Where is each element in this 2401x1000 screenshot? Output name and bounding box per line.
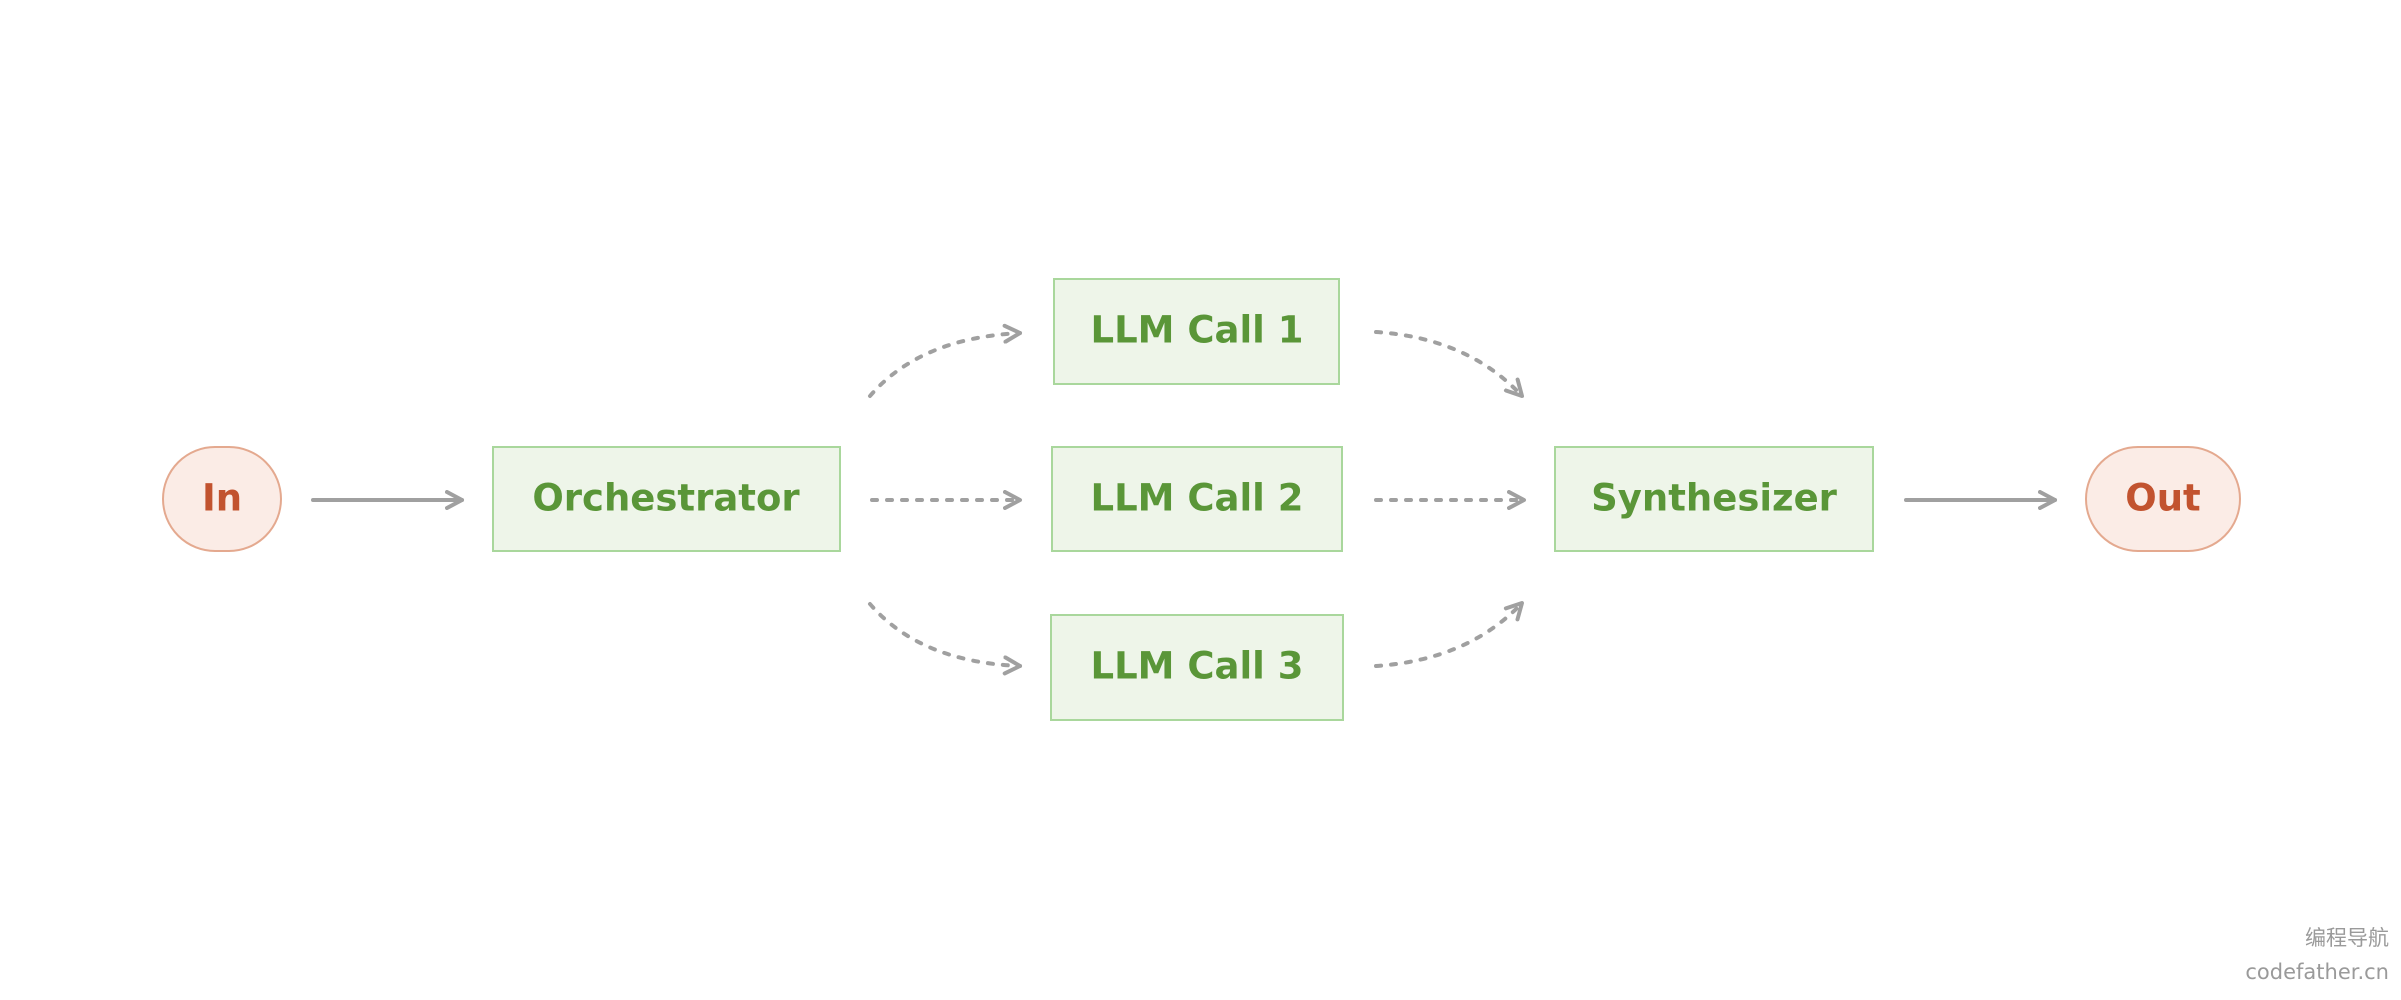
- arrow-llm-call-1-to-synthesizer: [1374, 330, 1524, 398]
- synthesizer-node: Synthesizer: [1554, 446, 1874, 552]
- llm-call-2-node: LLM Call 2: [1051, 446, 1343, 552]
- input-node-label: In: [202, 477, 242, 520]
- arrow-llm-call-3-to-synthesizer: [1374, 601, 1524, 668]
- llm-call-3-node: LLM Call 3: [1050, 614, 1344, 721]
- llm-call-3-node-label: LLM Call 3: [1091, 645, 1304, 688]
- llm-call-1-node-label: LLM Call 1: [1091, 309, 1304, 352]
- llm-call-2-node-label: LLM Call 2: [1091, 477, 1304, 520]
- input-node: In: [162, 446, 282, 552]
- watermark-url-text: codefather.cn: [2245, 960, 2389, 984]
- synthesizer-node-shape: [1554, 446, 1874, 552]
- arrow-orchestrator-to-llm-call-3: [868, 602, 1022, 676]
- llm-call-2-node-shape: [1051, 446, 1343, 552]
- orchestrator-node: Orchestrator: [492, 446, 841, 552]
- watermark-chinese-text: 编程导航: [2305, 926, 2389, 950]
- orchestrator-node-shape: [492, 446, 841, 552]
- synthesizer-node-label: Synthesizer: [1591, 477, 1838, 520]
- arrow-orchestrator-to-llm-call-1: [868, 323, 1022, 398]
- output-node: Out: [2085, 446, 2241, 552]
- llm-call-3-node-shape: [1050, 614, 1344, 721]
- output-node-shape: [2085, 446, 2241, 552]
- llm-call-1-node: LLM Call 1: [1053, 278, 1340, 385]
- input-node-shape: [162, 446, 282, 552]
- orchestrator-node-label: Orchestrator: [532, 477, 800, 520]
- output-node-label: Out: [2125, 477, 2200, 520]
- llm-call-1-node-shape: [1053, 278, 1340, 385]
